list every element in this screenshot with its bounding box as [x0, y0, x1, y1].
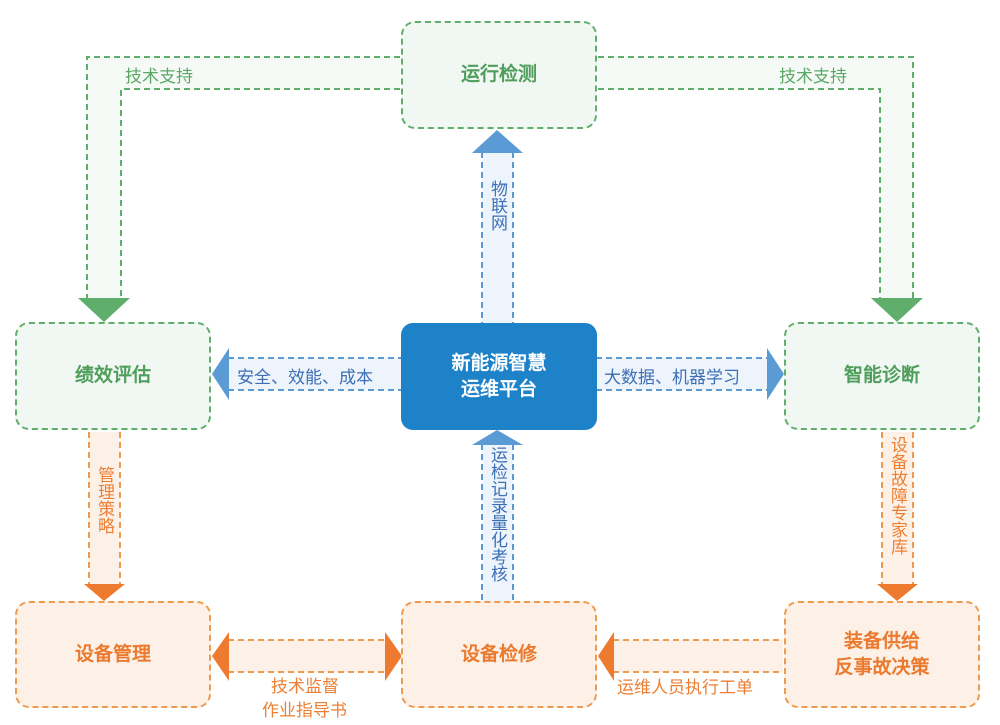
arrowhead-up-icon — [472, 130, 523, 153]
node-label: 装备供给 反事故决策 — [834, 629, 930, 678]
tech-support-right-arrow — [598, 56, 923, 322]
edge-label-staff-work-orders: 运维人员执行工单 — [617, 678, 753, 698]
node-label: 智能诊断 — [843, 364, 920, 387]
tech-supervision-arrow — [212, 632, 402, 681]
node-platform[interactable]: 新能源智慧 运维平台 — [401, 323, 597, 430]
node-equipment-maintenance[interactable]: 设备检修 — [401, 601, 597, 708]
arrowhead-right-icon — [767, 348, 784, 400]
node-supply-decision[interactable]: 装备供给 反事故决策 — [784, 601, 980, 708]
node-equipment-management[interactable]: 设备管理 — [15, 601, 211, 708]
edge-label-tech-support-left: 技术支持 — [125, 67, 193, 87]
staff-work-orders-arrow — [598, 632, 783, 681]
arrowhead-down-icon — [877, 584, 918, 601]
edge-label-safety-efficiency-cost: 安全、效能、成本 — [237, 368, 373, 388]
node-label: 设备检修 — [460, 642, 537, 665]
arrowhead-down-icon — [84, 584, 125, 601]
edge-label-tech-supervision: 技术监督 — [271, 677, 339, 697]
arrowhead-left-icon — [598, 632, 614, 681]
node-performance-evaluation[interactable]: 绩效评估 — [15, 322, 211, 430]
node-label: 绩效评估 — [74, 364, 151, 387]
edge-label-work-instructions: 作业指导书 — [262, 701, 347, 721]
edge-label-tech-support-right: 技术支持 — [779, 67, 847, 87]
node-label: 设备管理 — [74, 642, 151, 665]
safety-efficiency-cost-arrow — [212, 348, 402, 400]
arrowhead-left-icon — [212, 348, 229, 400]
arrowhead-down-icon — [78, 298, 130, 322]
iot-arrow — [472, 130, 523, 324]
management-strategy-arrow — [84, 432, 125, 601]
arrowhead-right-icon — [385, 632, 402, 681]
edge-label-maintenance-records: 运检记录量化考核 — [487, 446, 507, 582]
edge-label-big-data-ml: 大数据、机器学习 — [604, 368, 740, 388]
edge-label-management-strategy: 管理策略 — [94, 466, 114, 534]
fault-expert-db-arrow — [877, 432, 918, 601]
edge-label-iot: 物联网 — [487, 180, 507, 231]
arrowhead-up-icon — [472, 430, 523, 445]
edge-label-fault-expert-db: 设备故障专家库 — [887, 436, 907, 555]
tech-support-left-arrow — [78, 56, 400, 322]
big-data-ml-arrow — [596, 348, 784, 400]
node-operation-monitoring[interactable]: 运行检测 — [401, 21, 597, 129]
node-intelligent-diagnosis[interactable]: 智能诊断 — [784, 322, 980, 430]
node-label: 运行检测 — [460, 63, 537, 86]
maintenance-records-arrow — [472, 430, 523, 602]
node-label: 新能源智慧 运维平台 — [451, 351, 547, 400]
arrowhead-down-icon — [871, 298, 923, 322]
arrowhead-left-icon — [212, 632, 229, 681]
